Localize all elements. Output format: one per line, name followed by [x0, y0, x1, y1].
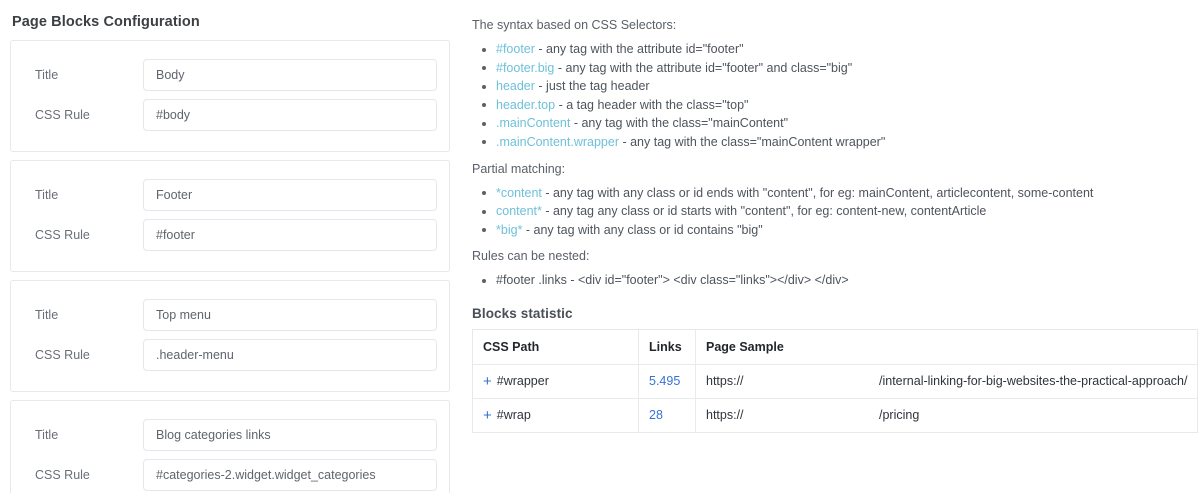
field-label-css-rule: CSS Rule	[35, 348, 90, 362]
block-field-row-css-rule: CSS Rule #body	[23, 99, 437, 131]
column-header-page-sample[interactable]: Page Sample	[695, 329, 1198, 365]
css-rule-input[interactable]: .header-menu	[143, 339, 437, 371]
selector-description: - any tag with the attribute id="footer"	[534, 42, 744, 56]
syntax-list-item: content* - any tag any class or id start…	[472, 202, 1194, 221]
sample-path-text: /pricing	[879, 408, 920, 423]
table-body: + #wrapper 5.495 https:// /internal-linking-…	[472, 364, 1198, 433]
selector-description: - any tag any class or id starts with "c…	[541, 204, 987, 219]
plus-icon[interactable]: +	[483, 372, 492, 390]
links-count-link[interactable]: 5.495	[649, 374, 681, 389]
css-rule-input[interactable]: #categories-2.widget.widget_categories	[143, 459, 437, 491]
selector-description: - any tag with any class or id contains …	[522, 222, 763, 237]
syntax-list-item: #footer - any tag with the attribute id=…	[472, 40, 1194, 59]
block-field-row-title: Title Footer	[23, 179, 437, 211]
selector-text[interactable]: header.top	[496, 97, 556, 112]
syntax-intro-text: The syntax based on CSS Selectors:	[472, 18, 677, 32]
cell-css-path[interactable]: + #wrap	[472, 398, 639, 433]
plus-icon[interactable]: +	[483, 406, 492, 424]
selector-description: - <div id="footer"> <div class="links"><…	[566, 273, 849, 288]
syntax-list-item: *content - any tag with any class or id …	[472, 184, 1194, 203]
selector-description: - any tag with the attribute id="footer"…	[554, 60, 853, 75]
table-header: CSS Path Links Page Sample	[472, 329, 1198, 365]
syntax-list-item: *big* - any tag with any class or id con…	[472, 221, 1194, 240]
selector-text[interactable]: *big*	[496, 222, 523, 237]
selector-text[interactable]: .mainContent	[496, 116, 571, 131]
selector-description: - just the tag header	[534, 79, 650, 94]
field-label-css-rule: CSS Rule	[35, 228, 90, 242]
sample-path-text: /internal-linking-for-big-websites-the-p…	[879, 374, 1188, 389]
selector-text[interactable]: #footer	[496, 42, 535, 56]
syntax-list-item: .mainContent - any tag with the class="m…	[472, 114, 1194, 133]
selector-text[interactable]: #footer.big	[496, 60, 555, 75]
css-rule-input[interactable]: #footer	[143, 219, 437, 251]
cell-css-path[interactable]: + #wrapper	[472, 364, 639, 399]
block-field-row-css-rule: CSS Rule .header-menu	[23, 339, 437, 371]
block-field-row-css-rule: CSS Rule #categories-2.widget.widget_cate…	[23, 459, 437, 491]
selector-description: - a tag header with the class="top"	[555, 97, 749, 112]
selector-text[interactable]: .mainContent.wrapper	[496, 134, 619, 149]
syntax-example-list: #footer - any tag with the attribute id=…	[472, 40, 1194, 152]
table-row[interactable]: + #wrapper 5.495 https:// /internal-linking-…	[472, 364, 1198, 399]
cell-links[interactable]: 28	[638, 398, 696, 433]
partial-matching-list: *content - any tag with any class or id …	[472, 184, 1194, 240]
selector-text[interactable]: header	[496, 79, 535, 94]
selector-text[interactable]: content*	[496, 204, 542, 219]
selector-description: - any tag with the class="mainContent wr…	[618, 134, 886, 149]
selector-text: #footer .links	[496, 273, 567, 288]
cell-page-sample[interactable]: https:// /pricing	[696, 398, 1198, 432]
field-label-css-rule: CSS Rule	[35, 468, 90, 482]
syntax-list-item: .mainContent.wrapper - any tag with the …	[472, 133, 1194, 152]
page-title: Page Blocks Configuration	[12, 14, 200, 30]
cell-links[interactable]: 5.495	[638, 364, 696, 399]
syntax-list-item: header.top - a tag header with the class…	[472, 96, 1194, 115]
syntax-list-item: header - just the tag header	[472, 77, 1194, 96]
title-input[interactable]: Blog categories links	[143, 419, 437, 451]
column-header-links[interactable]: Links	[638, 329, 696, 365]
field-label-title: Title	[35, 428, 59, 442]
partial-matching-label: Partial matching:	[472, 161, 566, 176]
css-selector-help-panel: The syntax based on CSS Selectors: #foot…	[468, 0, 1200, 493]
sample-scheme-text: https://	[706, 408, 744, 423]
field-label-title: Title	[35, 188, 59, 202]
table-header-row: CSS Path Links Page Sample	[472, 329, 1198, 365]
css-path-text: #wrap	[496, 407, 531, 422]
title-input[interactable]: Body	[143, 59, 437, 91]
selector-text[interactable]: *content	[496, 185, 542, 200]
block-field-row-title: Title Top menu	[23, 299, 437, 331]
nested-rules-label: Rules can be nested:	[472, 249, 590, 264]
block-field-row-title: Title Blog categories links	[23, 419, 437, 451]
block-field-row-css-rule: CSS Rule #footer	[23, 219, 437, 251]
nested-rules-list: #footer .links - <div id="footer"> <div …	[472, 271, 1194, 290]
title-input[interactable]: Footer	[143, 179, 437, 211]
blocks-statistic-table: CSS Path Links Page Sample + #wrapper 5.49…	[472, 328, 1198, 433]
css-path-text: #wrapper	[496, 373, 549, 388]
selector-description: - any tag with the class="mainContent"	[570, 116, 789, 131]
sample-scheme-text: https://	[706, 374, 744, 389]
table-row[interactable]: + #wrap 28 https:// /pricing	[472, 398, 1198, 433]
block-field-row-title: Title Body	[23, 59, 437, 91]
syntax-list-item: #footer .links - <div id="footer"> <div …	[472, 271, 1194, 290]
syntax-list-item: #footer.big - any tag with the attribute…	[472, 59, 1194, 78]
links-count-link[interactable]: 28	[649, 408, 663, 423]
selector-description: - any tag with any class or id ends with…	[541, 185, 1094, 200]
field-label-title: Title	[35, 68, 59, 82]
cell-page-sample[interactable]: https:// /internal-linking-for-big-websit…	[695, 364, 1198, 399]
blocks-statistic-title: Blocks statistic	[472, 305, 573, 321]
css-rule-input[interactable]: #body	[143, 99, 437, 131]
field-label-title: Title	[35, 308, 59, 322]
column-header-css-path[interactable]: CSS Path	[472, 329, 639, 365]
title-input[interactable]: Top menu	[143, 299, 437, 331]
field-label-css-rule: CSS Rule	[35, 108, 90, 122]
